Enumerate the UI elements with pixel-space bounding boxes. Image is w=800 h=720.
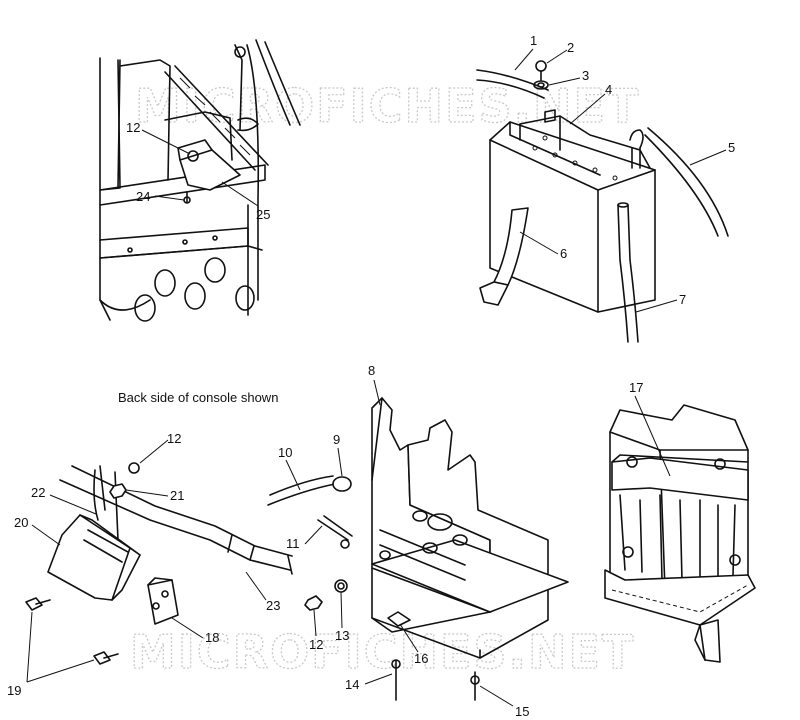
callout-10: 10 [278, 445, 292, 460]
callout-18: 18 [205, 630, 219, 645]
battery-bracket-assembly [267, 397, 569, 701]
watermark-bottom: MICROFICHES.NET [130, 625, 635, 679]
callout-15: 15 [515, 704, 529, 719]
callout-8: 8 [368, 363, 375, 378]
callout-21: 21 [170, 488, 184, 503]
callout-7: 7 [679, 292, 686, 307]
callout-3: 3 [582, 68, 589, 83]
callout-12-console: 12 [167, 431, 181, 446]
callout-9: 9 [333, 432, 340, 447]
callout-20: 20 [14, 515, 28, 530]
callout-25: 25 [256, 207, 270, 222]
callout-1: 1 [530, 33, 537, 48]
callout-19: 19 [7, 683, 21, 698]
callout-13: 13 [335, 628, 349, 643]
watermark-top: MICROFICHES.NET [135, 79, 640, 133]
callout-4: 4 [605, 82, 612, 97]
callout-14: 14 [345, 677, 359, 692]
callout-22: 22 [31, 485, 45, 500]
callout-24: 24 [136, 189, 150, 204]
callout-6: 6 [560, 246, 567, 261]
callout-16: 16 [414, 651, 428, 666]
battery-box [604, 404, 756, 663]
console-caption: Back side of console shown [118, 390, 278, 405]
callout-23: 23 [266, 598, 280, 613]
callout-11: 11 [286, 536, 300, 551]
callout-2: 2 [567, 40, 574, 55]
battery-assembly [476, 60, 729, 343]
callout-17: 17 [629, 380, 643, 395]
chassis-fuse-mount [99, 39, 301, 322]
console-relay-assembly [25, 462, 293, 665]
callout-5: 5 [728, 140, 735, 155]
callout-12-bracket: 12 [309, 637, 323, 652]
callout-12: 12 [126, 120, 140, 135]
